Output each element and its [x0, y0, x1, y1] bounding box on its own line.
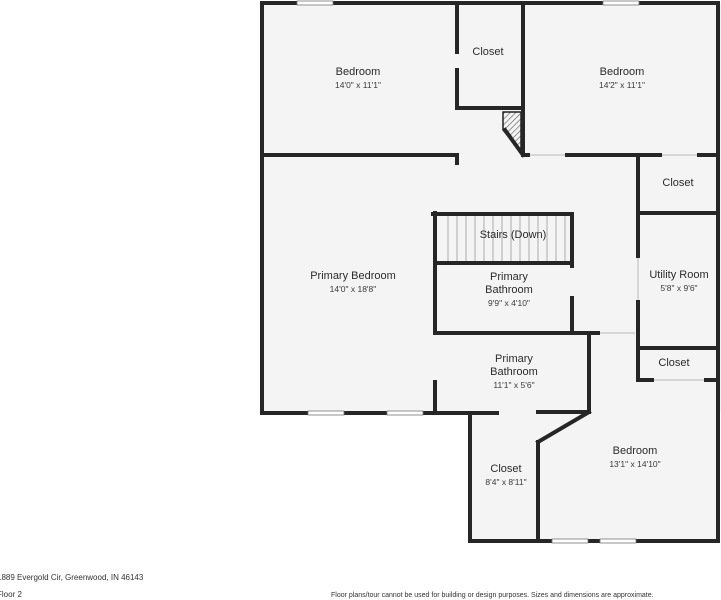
room-name: Bedroom	[335, 66, 381, 78]
room-dimensions: 5'8" x 9'6"	[660, 283, 698, 293]
room-closet-top: Closet	[472, 46, 503, 59]
room-utility: Utility Room 5'8" x 9'6"	[649, 269, 708, 294]
door-marks	[530, 154, 704, 381]
room-primary-bathroom-upper: Primary Bathroom 9'9" x 4'10"	[473, 271, 545, 309]
room-name: Primary Bedroom	[310, 270, 396, 282]
room-bedroom-se: Bedroom 13'1" x 14'10"	[609, 445, 660, 470]
room-name: Closet	[662, 177, 694, 189]
room-bedroom-nw: Bedroom 14'0" x 11'1"	[335, 66, 381, 91]
stair-treads	[447, 216, 566, 261]
room-name: Bedroom	[599, 66, 645, 78]
room-bedroom-ne: Bedroom 14'2" x 11'1"	[599, 66, 645, 91]
room-primary-bathroom-lower: Primary Bathroom 11'1" x 5'6"	[478, 353, 550, 391]
address: 1889 Evergold Cir, Greenwood, IN 46143	[0, 573, 144, 582]
room-closet-bottom: Closet 8'4" x 8'11"	[485, 463, 526, 488]
room-name: Stairs (Down)	[479, 229, 547, 241]
room-name: Closet	[490, 463, 522, 475]
room-name: Utility Room	[649, 269, 709, 281]
room-primary-bedroom: Primary Bedroom 14'0" x 18'8"	[310, 270, 396, 295]
room-closet-right-upper: Closet	[662, 177, 693, 190]
room-name: Closet	[658, 357, 690, 369]
room-dimensions: 9'9" x 4'10"	[488, 298, 530, 308]
room-dimensions: 8'4" x 8'11"	[485, 477, 527, 487]
room-name: Primary Bathroom	[485, 271, 533, 296]
room-name: Closet	[472, 46, 504, 58]
room-stairs: Stairs (Down)	[480, 229, 547, 242]
disclaimer: Floor plans/tour cannot be used for buil…	[331, 592, 654, 599]
room-name: Primary Bathroom	[490, 353, 538, 378]
floor-label: Floor 2	[0, 590, 22, 599]
room-dimensions: 14'0" x 18'8"	[329, 284, 377, 294]
room-dimensions: 14'2" x 11'1"	[599, 80, 645, 90]
room-closet-right-lower: Closet	[658, 357, 689, 370]
windows	[296, 0, 640, 544]
room-name: Bedroom	[612, 445, 658, 457]
room-dimensions: 13'1" x 14'10"	[609, 459, 661, 469]
floor-fill	[262, 4, 721, 540]
room-dimensions: 11'1" x 5'6"	[493, 380, 535, 390]
room-dimensions: 14'0" x 11'1"	[335, 80, 381, 90]
